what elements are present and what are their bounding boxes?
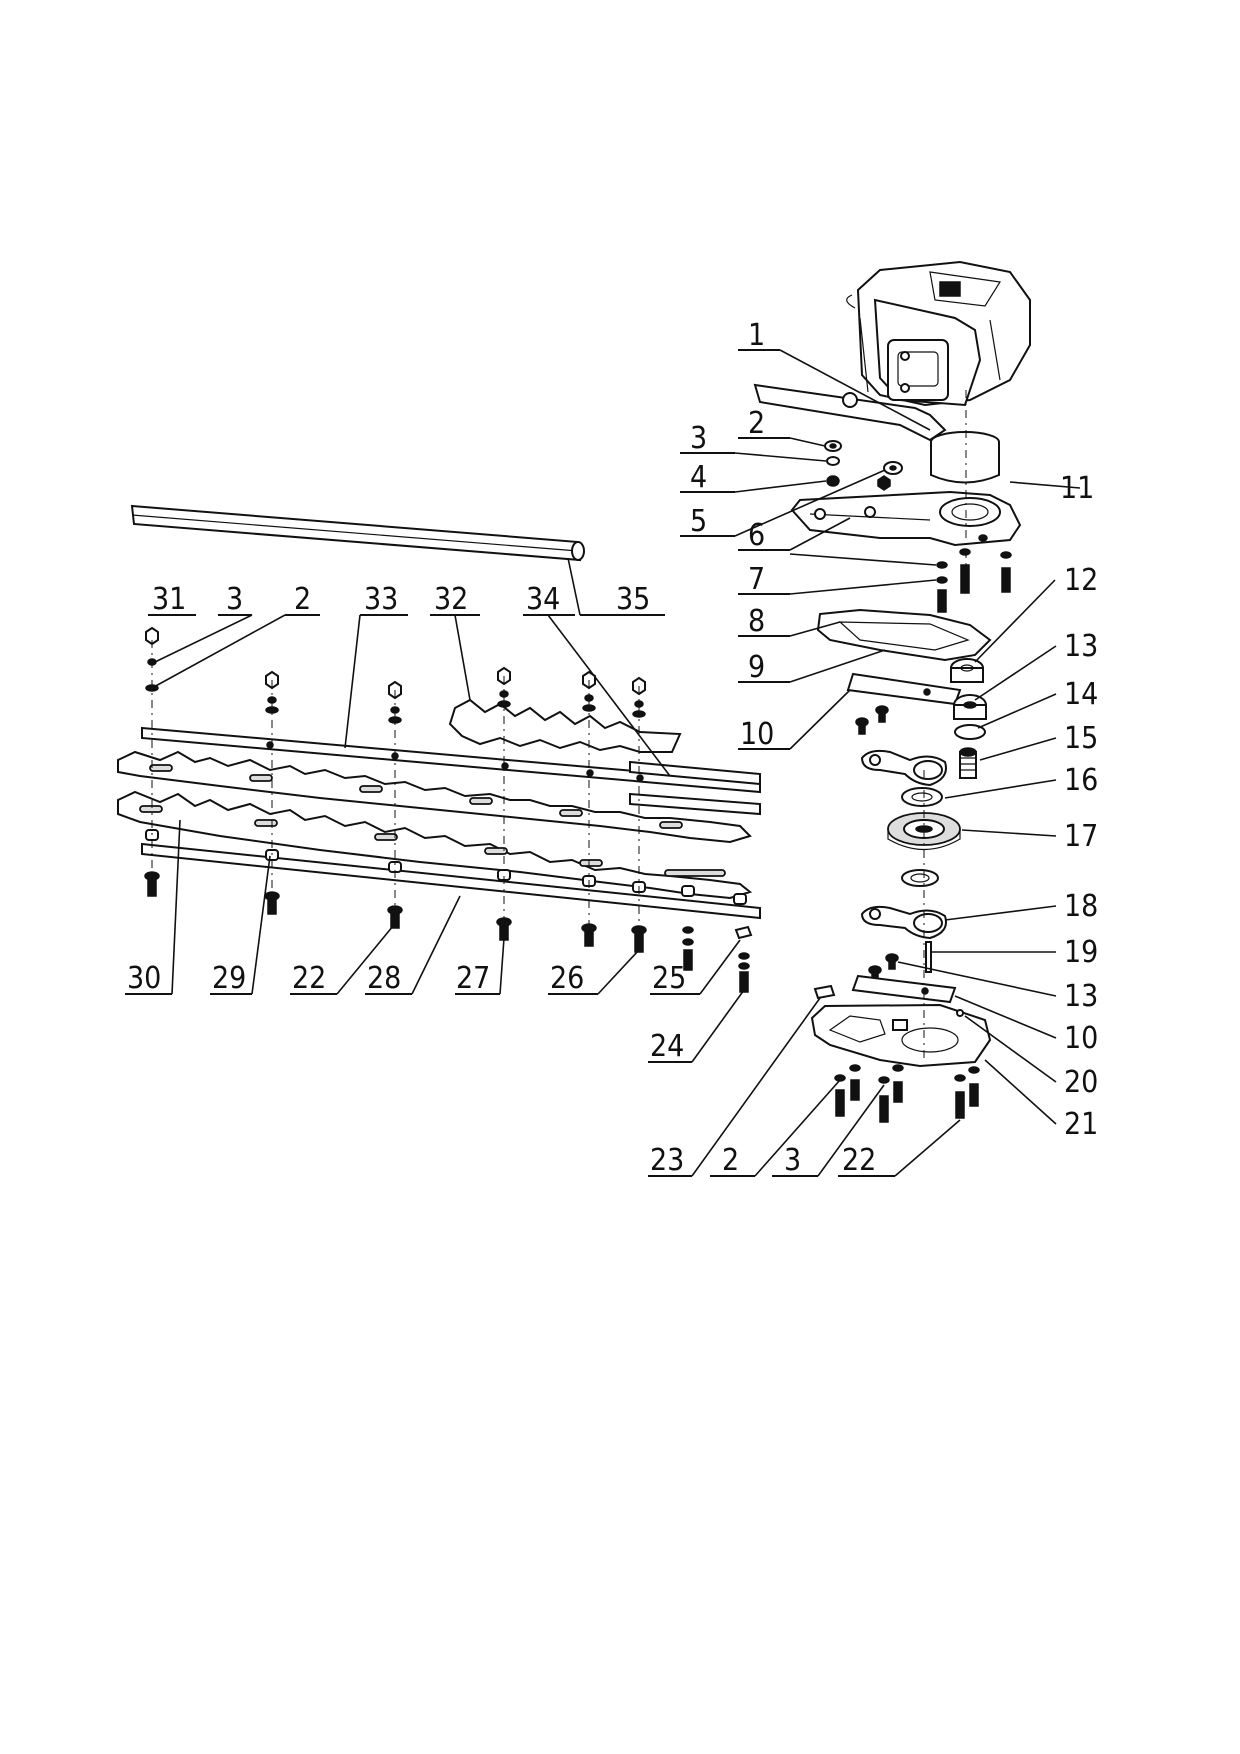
label-19: 19 (1064, 935, 1098, 970)
label-13-lower: 13 (1064, 979, 1098, 1014)
leader-lines (125, 349, 1081, 1177)
label-3-left: 3 (226, 582, 243, 617)
washer-5 (883, 461, 903, 475)
plate-10-lower (851, 974, 957, 1004)
label-30: 30 (127, 961, 161, 996)
label-3: 3 (690, 421, 707, 456)
part-labels: 1 2 3 4 5 6 7 8 9 10 10 11 12 13 13 14 1… (127, 318, 1098, 1178)
spacer-bar-34 (629, 760, 761, 786)
label-24: 24 (650, 1029, 684, 1064)
bearing-13 (953, 694, 987, 720)
label-1: 1 (748, 318, 765, 353)
bearing-12 (950, 658, 984, 683)
label-14: 14 (1064, 677, 1098, 712)
center-lines (151, 390, 967, 1060)
nut-11 (877, 475, 891, 491)
label-11: 11 (1060, 471, 1094, 506)
label-2-left: 2 (294, 582, 311, 617)
label-2: 2 (748, 406, 765, 441)
gasket-8 (816, 608, 992, 662)
label-18: 18 (1064, 889, 1098, 924)
label-27: 27 (456, 961, 490, 996)
label-22-right: 22 (842, 1143, 876, 1178)
label-22-left: 22 (292, 961, 326, 996)
bearing-16 (901, 787, 943, 807)
washer-2 (824, 440, 842, 452)
label-33: 33 (364, 582, 398, 617)
bearing-sleeve (930, 431, 1000, 484)
bolt-column-8 (733, 893, 753, 993)
label-21: 21 (1064, 1107, 1098, 1142)
washer-3 (826, 456, 840, 466)
label-29: 29 (212, 961, 246, 996)
motor-housing (846, 260, 1031, 407)
blade-guard-35 (130, 504, 585, 562)
bearing-under-gear (901, 869, 939, 887)
label-23: 23 (650, 1143, 684, 1178)
label-9: 9 (748, 650, 765, 685)
label-13: 13 (1064, 629, 1098, 664)
screw-near-19 (868, 953, 899, 982)
label-25: 25 (652, 961, 686, 996)
bottom-screws (834, 1064, 980, 1123)
comb-plate-32 (448, 698, 682, 753)
label-26: 26 (550, 961, 584, 996)
label-7: 7 (748, 562, 765, 597)
label-4: 4 (690, 460, 707, 495)
label-16: 16 (1064, 763, 1098, 798)
label-32: 32 (434, 582, 468, 617)
support-bar-33 (141, 726, 761, 794)
screw-4 (826, 475, 840, 487)
pin-19 (925, 941, 932, 973)
label-31: 31 (152, 582, 186, 617)
label-12: 12 (1064, 563, 1098, 598)
circlip-14 (954, 724, 986, 740)
plate-10-top (846, 672, 962, 706)
label-3-bottom: 3 (784, 1143, 801, 1178)
connecting-rod-upper (860, 749, 947, 787)
gear-housing-bottom (810, 1003, 992, 1068)
label-10: 10 (740, 717, 774, 752)
pinion-15 (959, 747, 977, 779)
label-17: 17 (1064, 819, 1098, 854)
label-8: 8 (748, 604, 765, 639)
bolt-column-7 (681, 885, 695, 971)
label-6: 6 (748, 518, 765, 553)
support-bar-28 (141, 842, 761, 920)
label-28: 28 (367, 961, 401, 996)
block-23 (813, 984, 836, 1000)
label-15: 15 (1064, 721, 1098, 756)
gear-17 (887, 812, 961, 850)
cutter-blade-lower (117, 790, 753, 900)
connecting-rod-18 (860, 905, 947, 940)
label-10-lower: 10 (1064, 1021, 1098, 1056)
cutter-blade-upper (117, 750, 752, 844)
label-2-bottom: 2 (722, 1143, 739, 1178)
label-35: 35 (616, 582, 650, 617)
label-34: 34 (526, 582, 560, 617)
label-5: 5 (690, 504, 707, 539)
screw-group-7 (936, 534, 1012, 613)
label-20: 20 (1064, 1065, 1098, 1100)
spacer-bar-34-lower (629, 792, 761, 816)
handle-arm (753, 383, 947, 442)
bolt-column-2 (264, 670, 280, 915)
gear-housing-top (790, 490, 1022, 547)
screw-13-top (855, 705, 889, 735)
